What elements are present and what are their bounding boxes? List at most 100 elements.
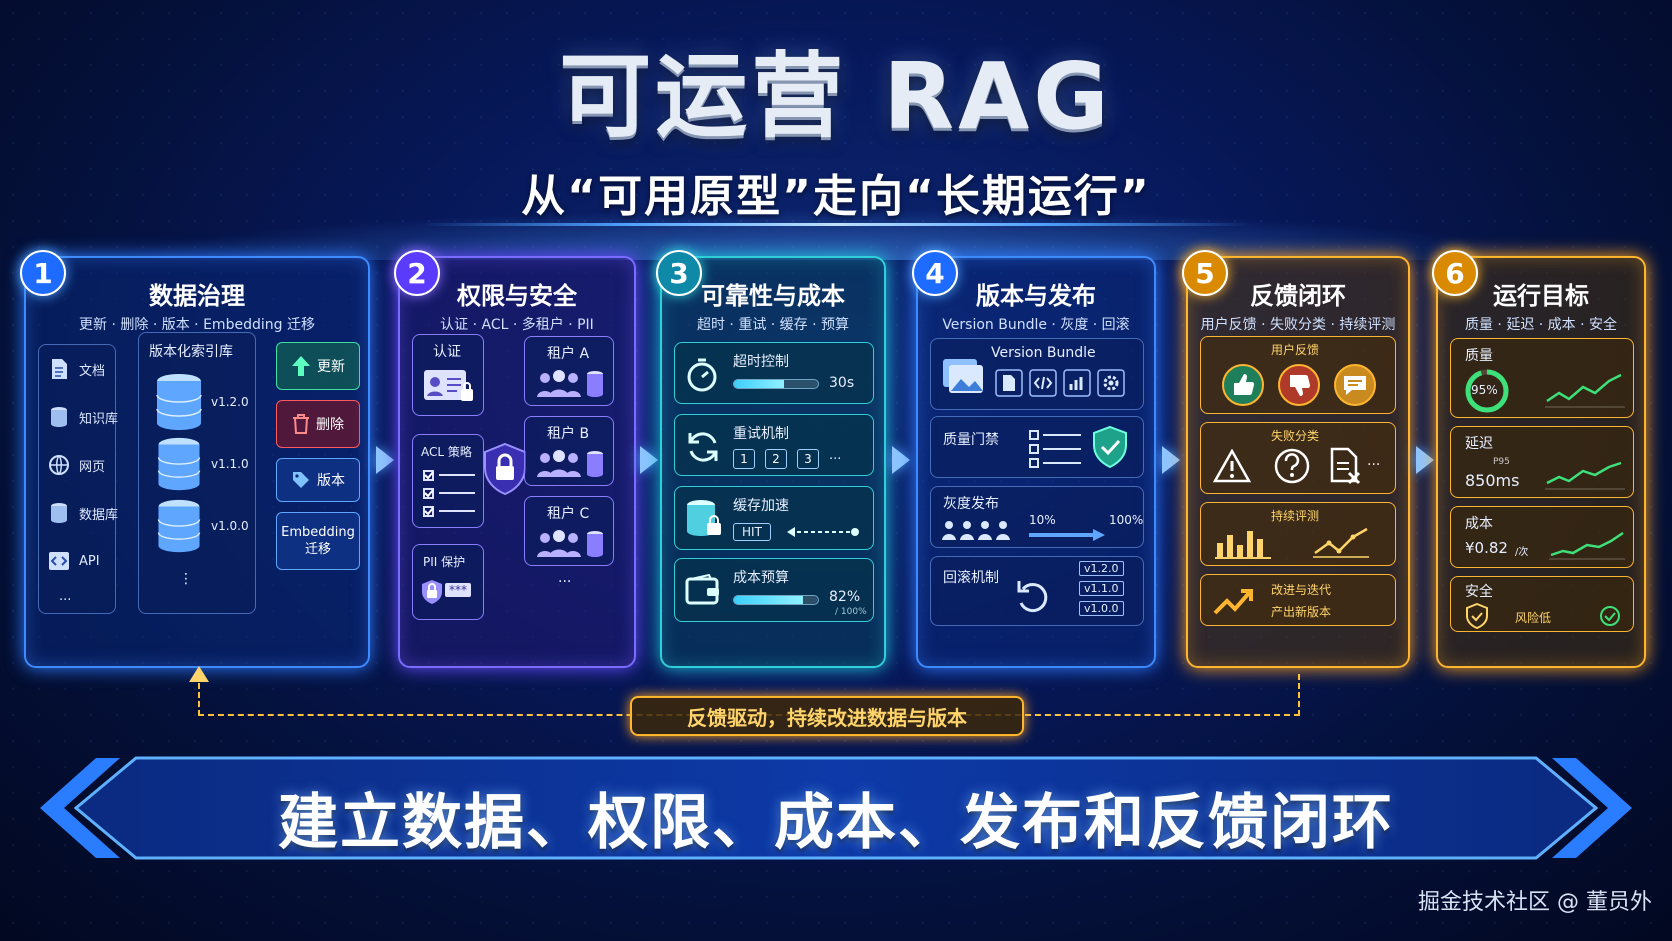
flow-arrow: [376, 446, 394, 474]
timeout-box: 超时控制 30s: [674, 342, 874, 404]
budget-value: 82%: [829, 589, 861, 605]
trend-up-icon: [1213, 589, 1253, 615]
tenant-c: 租户 C: [524, 496, 614, 566]
card-data-governance: 1 数据治理 更新 · 删除 · 版本 · Embedding 迁移 文档 知识…: [20, 250, 370, 668]
timeout-progress: [733, 379, 819, 389]
cache-hit-badge: HIT: [733, 523, 771, 541]
tag-icon: [293, 472, 309, 488]
quality-gate-box: 质量门禁: [930, 416, 1144, 478]
pii-label: PII 保护: [423, 555, 466, 569]
step-badge: 3: [656, 250, 702, 296]
update-button[interactable]: 更新: [276, 342, 360, 390]
version-more: ⋮: [179, 571, 193, 587]
improve-box: 改进与迭代 产出新版本: [1200, 574, 1396, 626]
eval-box: 持续评测: [1200, 502, 1396, 566]
card-subtitle: 用户反馈 · 失败分类 · 持续评测: [1200, 317, 1396, 333]
delete-button[interactable]: 删除: [276, 400, 360, 448]
step-badge: 4: [912, 250, 958, 296]
user-feedback-box: 用户反馈: [1200, 336, 1396, 414]
update-label: 更新: [317, 359, 345, 375]
budget-progress: [733, 595, 819, 605]
failure-box: 失败分类 ···: [1200, 422, 1396, 494]
gear-icon: [1097, 369, 1125, 397]
shield-lock-icon: [484, 442, 526, 496]
cache-flow-icon: [787, 527, 859, 537]
cost-value: ¥0.82: [1465, 539, 1508, 557]
banner-text: 建立数据、权限、成本、发布和反馈闭环: [278, 788, 1394, 858]
card-title: 版本与发布: [976, 282, 1096, 310]
sparkline-icon: [1545, 461, 1625, 490]
pii-mask: ***: [445, 583, 471, 597]
acl-box: ACL 策略: [412, 434, 484, 528]
card-title: 可靠性与成本: [701, 282, 845, 310]
source-db: 数据库: [47, 501, 118, 525]
step-badge: 2: [394, 250, 440, 296]
tenant-label: 租户 C: [547, 506, 590, 522]
arrow-up-icon: [292, 356, 310, 376]
database-icon: [51, 407, 67, 427]
flow-arrow: [640, 446, 658, 474]
version-label: 版本: [317, 473, 345, 489]
stopwatch-icon: [687, 358, 717, 392]
latency-value: 850ms: [1465, 471, 1520, 490]
progress-arrow-icon: [1029, 529, 1105, 541]
card-subtitle: 质量 · 延迟 · 成本 · 安全: [1464, 317, 1618, 333]
improve-label: 改进与迭代: [1271, 583, 1332, 597]
quality-gauge: [1465, 369, 1509, 413]
version-bundle-box: Version Bundle: [930, 338, 1144, 410]
budget-box: 成本预算 82% / 100%: [674, 558, 874, 622]
cost-unit: /次: [1515, 547, 1529, 558]
tenant-a: 租户 A: [524, 336, 614, 406]
line-chart-icon: [1313, 527, 1369, 558]
canary-from: 10%: [1029, 513, 1056, 527]
budget-label: 成本预算: [733, 570, 789, 586]
rollback-version: v1.2.0: [1079, 561, 1124, 576]
safety-value: 风险低: [1515, 611, 1552, 625]
bundle-label: Version Bundle: [991, 345, 1096, 361]
id-card-icon: [424, 370, 473, 401]
source-kb: 知识库: [47, 405, 118, 429]
trash-icon: [293, 414, 309, 434]
tenant-label: 租户 A: [547, 346, 590, 362]
auth-label: 认证: [433, 344, 461, 360]
users-database-icon: [537, 450, 603, 477]
undo-icon: [1017, 581, 1048, 613]
quality-value: 95%: [1471, 383, 1498, 397]
flow-arrow: [892, 446, 910, 474]
tenant-label: 租户 B: [547, 426, 590, 442]
source-label: 网页: [79, 459, 106, 475]
globe-icon: [49, 455, 69, 475]
database-icon: [51, 503, 67, 523]
sources-panel: 文档 知识库 网页 数据库 API ...: [38, 344, 118, 614]
card-title: 数据治理: [149, 282, 245, 310]
card-title: 反馈闭环: [1250, 282, 1346, 310]
retry-step: 3: [797, 449, 819, 469]
card-feedback-loop: 5 反馈闭环 用户反馈 · 失败分类 · 持续评测 用户反馈 失败分类 ··· …: [1182, 250, 1410, 668]
retry-step: 1: [733, 449, 755, 469]
version-label: v1.2.0: [211, 395, 249, 409]
failure-label: 失败分类: [1271, 429, 1320, 443]
thumbs-up-icon: [1222, 364, 1264, 406]
bundle-items: [995, 369, 1125, 397]
card-subtitle: 认证 · ACL · 多租户 · PII: [440, 317, 594, 333]
embedding-migrate-button[interactable]: Embedding 迁移: [276, 512, 360, 570]
database-icon: [157, 499, 201, 553]
source-label: 数据库: [79, 507, 119, 523]
cache-label: 缓存加速: [733, 498, 789, 514]
gate-label: 质量门禁: [943, 432, 999, 448]
users-icon: [942, 521, 1010, 540]
canary-label: 灰度发布: [943, 496, 999, 512]
flow-arrow: [1416, 446, 1434, 474]
quality-metric: 质量 95%: [1450, 338, 1634, 418]
users-database-icon: [537, 530, 603, 557]
version-button[interactable]: 版本: [276, 458, 360, 502]
watermark: 掘金技术社区 @ 董员外: [1418, 890, 1652, 915]
bottom-banner: [40, 756, 1632, 860]
source-api: API: [47, 549, 100, 573]
delete-label: 删除: [316, 417, 344, 433]
comment-icon: [1334, 364, 1376, 406]
cost-label: 成本: [1465, 516, 1493, 532]
step-badge: 5: [1182, 250, 1228, 296]
version-label: v1.0.0: [211, 519, 249, 533]
code-icon: [49, 552, 69, 570]
